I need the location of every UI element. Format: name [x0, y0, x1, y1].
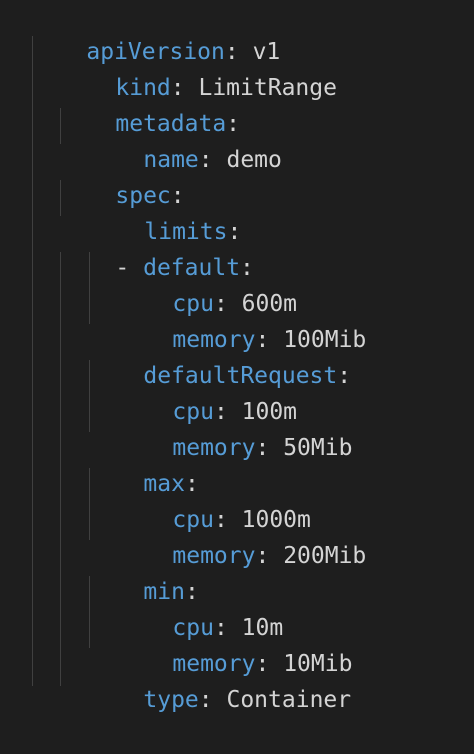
- code-line[interactable]: spec:: [60, 142, 184, 209]
- code-line[interactable]: min:: [88, 538, 198, 605]
- yaml-value: demo: [212, 147, 282, 173]
- indent-guide: [89, 468, 90, 540]
- yaml-value: v1: [238, 39, 281, 65]
- yaml-value: 100m: [227, 399, 298, 425]
- code-line[interactable]: type: Container: [88, 646, 351, 713]
- yaml-colon: :: [337, 363, 352, 389]
- indent-guide: [60, 108, 61, 144]
- yaml-value: 100Mib: [269, 327, 367, 353]
- yaml-key: memory: [172, 327, 256, 353]
- yaml-key: default: [143, 255, 241, 281]
- yaml-colon: :: [170, 75, 185, 101]
- yaml-key: spec: [115, 183, 171, 209]
- yaml-list-dash: -: [115, 255, 130, 281]
- indent-guide: [89, 252, 90, 324]
- yaml-key: max: [143, 471, 185, 497]
- yaml-code-editor[interactable]: apiVersion: v1 kind: LimitRange metadata…: [0, 0, 474, 713]
- yaml-colon: :: [198, 147, 213, 173]
- indent-guide: [60, 252, 61, 686]
- yaml-colon: :: [255, 651, 270, 677]
- yaml-key: type: [143, 687, 199, 713]
- yaml-colon: :: [226, 111, 241, 137]
- yaml-key: cpu: [172, 507, 214, 533]
- yaml-colon: :: [224, 39, 239, 65]
- yaml-value: 200Mib: [269, 543, 367, 569]
- yaml-colon: :: [255, 435, 270, 461]
- code-line[interactable]: cpu: 100m: [117, 358, 297, 425]
- yaml-key: limits: [144, 219, 228, 245]
- indent-guide: [89, 576, 90, 648]
- yaml-colon: :: [184, 579, 199, 605]
- yaml-key: cpu: [172, 399, 214, 425]
- yaml-key: cpu: [172, 615, 214, 641]
- code-line[interactable]: memory: 100Mib: [117, 286, 366, 353]
- yaml-colon: :: [213, 615, 228, 641]
- yaml-key: defaultRequest: [143, 363, 338, 389]
- yaml-key: metadata: [115, 111, 227, 137]
- yaml-colon: :: [213, 399, 228, 425]
- yaml-key: cpu: [172, 291, 214, 317]
- yaml-key: memory: [172, 651, 256, 677]
- code-line[interactable]: memory: 200Mib: [117, 502, 366, 569]
- yaml-key: kind: [115, 75, 171, 101]
- code-line[interactable]: cpu: 1000m: [117, 466, 311, 533]
- code-line[interactable]: max:: [88, 430, 198, 497]
- yaml-colon: :: [213, 507, 228, 533]
- yaml-value: 50Mib: [269, 435, 353, 461]
- yaml-colon: :: [255, 543, 270, 569]
- code-line[interactable]: kind: LimitRange: [60, 34, 337, 101]
- code-line[interactable]: cpu: 10m: [117, 574, 283, 641]
- yaml-key: memory: [172, 435, 256, 461]
- yaml-key: apiVersion: [86, 39, 225, 65]
- code-line[interactable]: memory: 50Mib: [117, 394, 352, 461]
- yaml-value: Container: [212, 687, 352, 713]
- yaml-value: 10Mib: [269, 651, 353, 677]
- yaml-key: memory: [172, 543, 256, 569]
- yaml-colon: :: [184, 471, 199, 497]
- yaml-key: name: [143, 147, 199, 173]
- code-line[interactable]: cpu: 600m: [117, 250, 297, 317]
- code-line[interactable]: - default:: [60, 214, 254, 281]
- yaml-value: 10m: [227, 615, 284, 641]
- code-line[interactable]: apiVersion: v1: [31, 0, 280, 65]
- yaml-colon: :: [198, 687, 213, 713]
- yaml-value: 1000m: [227, 507, 311, 533]
- yaml-value: LimitRange: [184, 75, 337, 101]
- indent-guide: [32, 36, 33, 686]
- code-line[interactable]: name: demo: [88, 106, 282, 173]
- code-line[interactable]: limits:: [89, 178, 241, 245]
- indent-guide: [89, 360, 90, 432]
- yaml-key: min: [143, 579, 185, 605]
- code-line[interactable]: memory: 10Mib: [117, 610, 352, 677]
- yaml-colon: :: [240, 255, 254, 281]
- code-line[interactable]: metadata:: [60, 70, 240, 137]
- yaml-value: 600m: [227, 291, 298, 317]
- yaml-colon: :: [255, 327, 270, 353]
- yaml-colon: :: [213, 291, 228, 317]
- code-line[interactable]: defaultRequest:: [88, 322, 351, 389]
- yaml-colon: :: [227, 219, 242, 245]
- indent-guide: [60, 180, 61, 216]
- yaml-colon: :: [170, 183, 185, 209]
